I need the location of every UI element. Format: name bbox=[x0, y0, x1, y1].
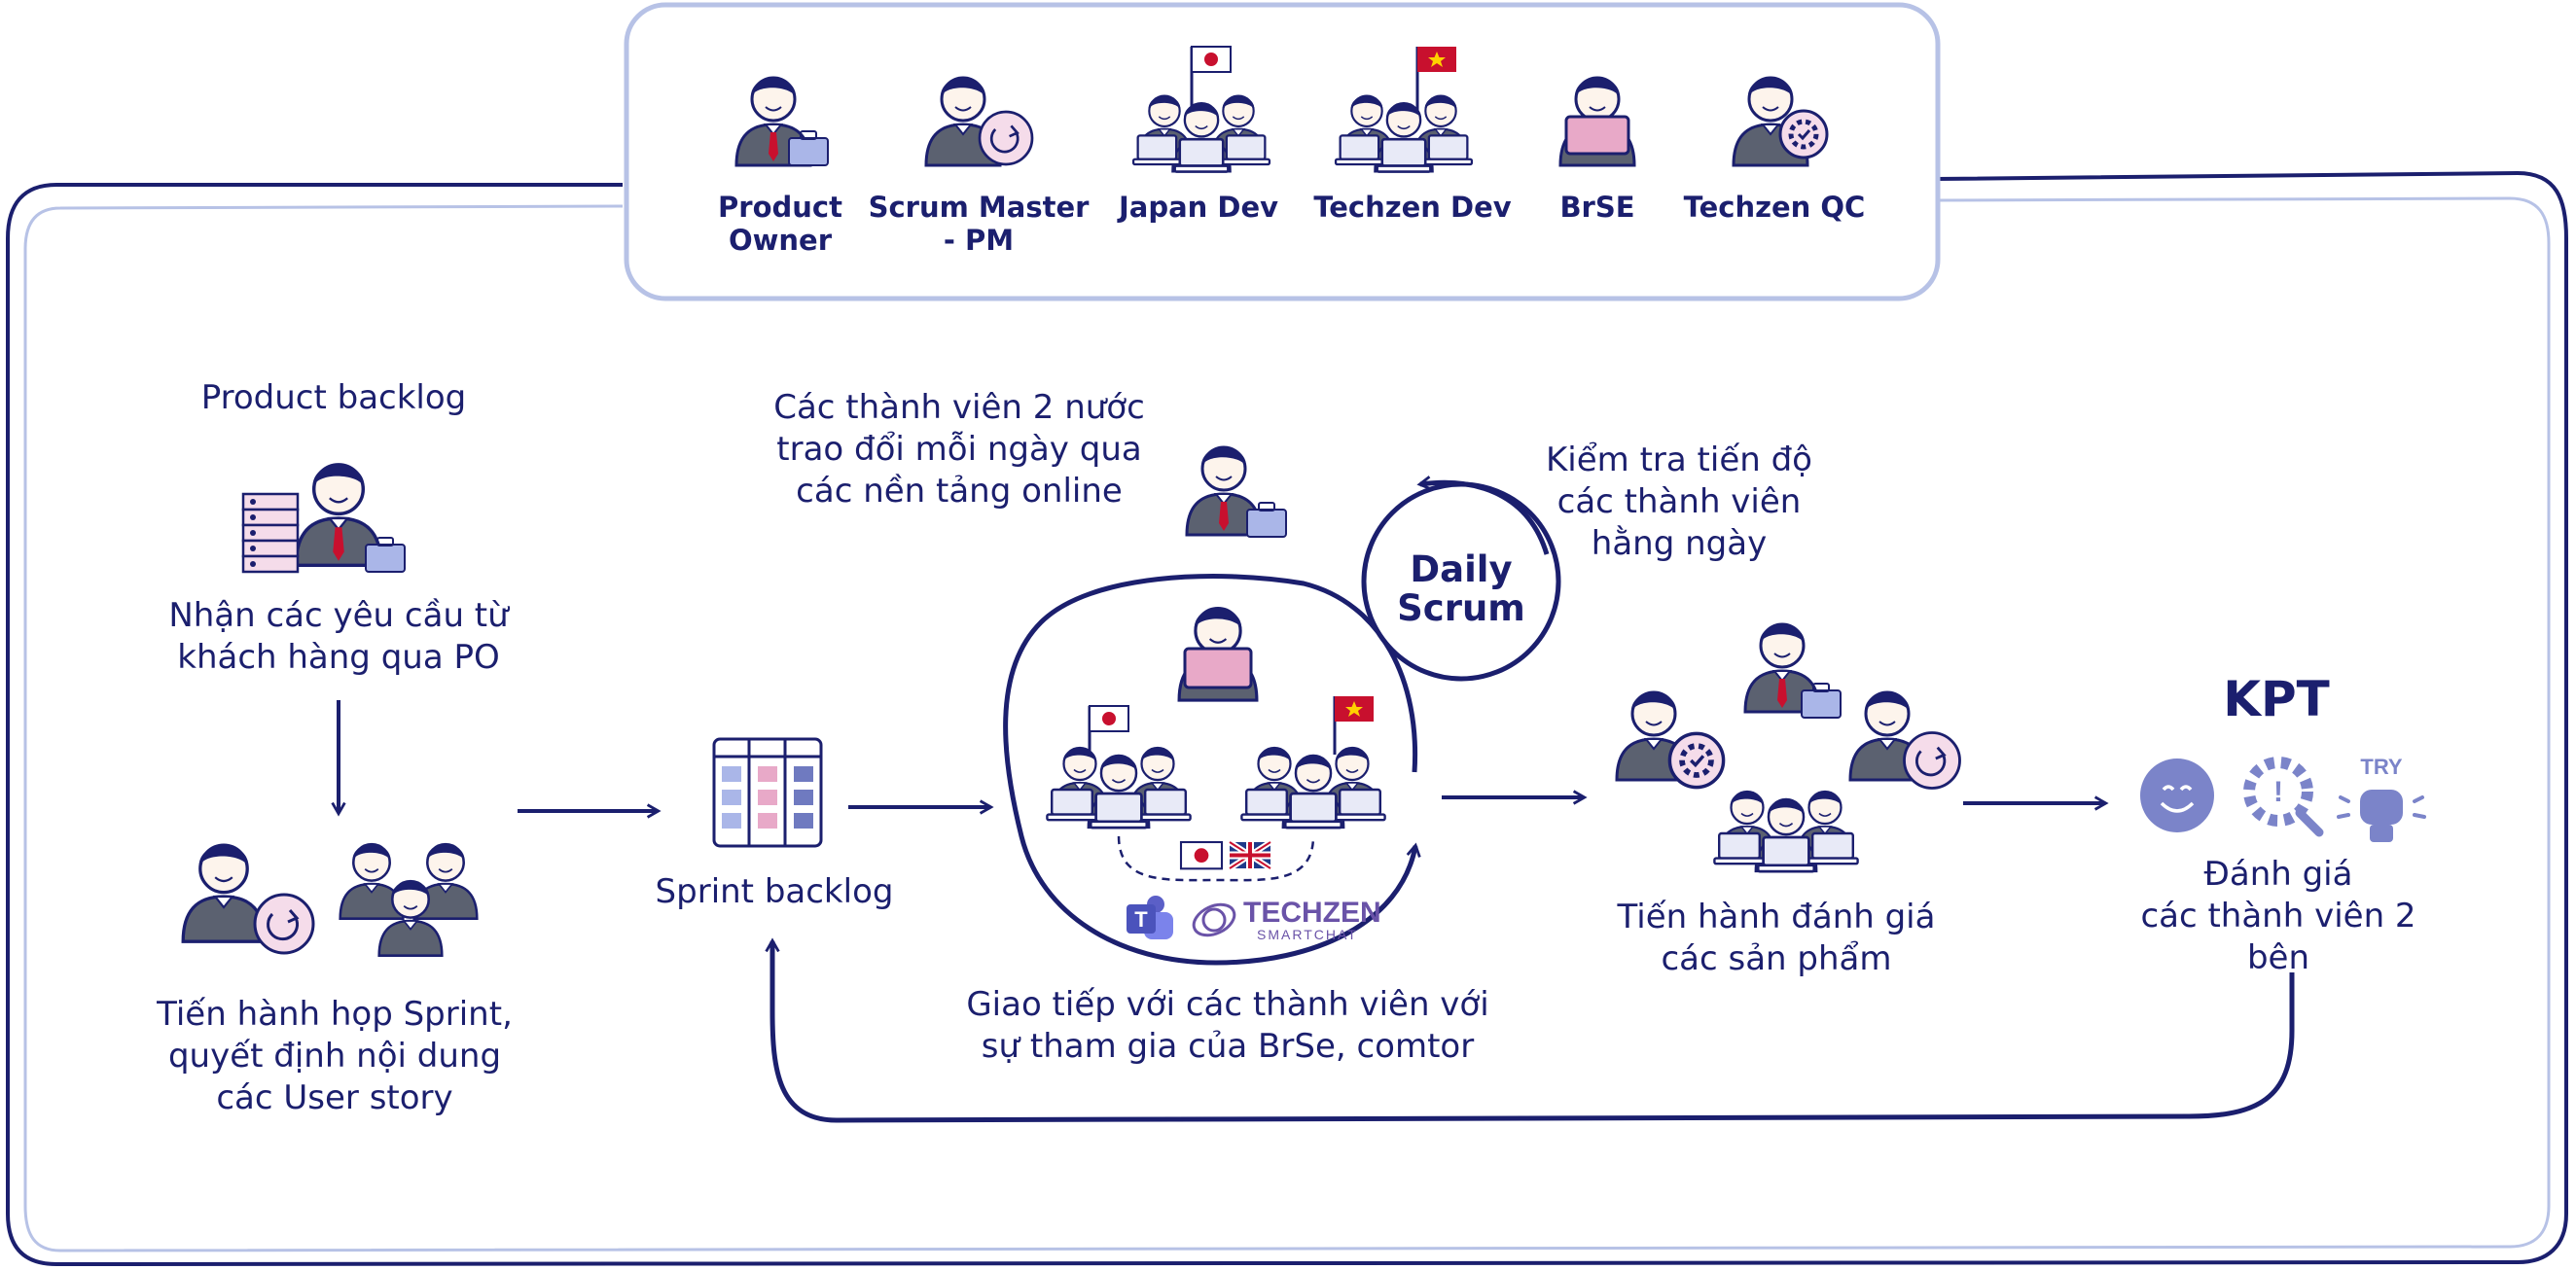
qc-reviewer-icon bbox=[1615, 690, 1724, 788]
svg-text:!: ! bbox=[2273, 776, 2283, 808]
vietnam-team-icon bbox=[1241, 696, 1384, 828]
sprint-meeting-icon bbox=[181, 843, 315, 955]
sprint-meeting-text: Tiến hành họp Sprint, quyết định nội dun… bbox=[157, 995, 513, 1117]
japan-dev-icon bbox=[1133, 46, 1270, 172]
techzen-dev-icon bbox=[1336, 47, 1472, 172]
receive-requirements-text: Nhận các yêu cầu từ khách hàng qua PO bbox=[168, 596, 509, 677]
dashed-connector bbox=[1117, 835, 1315, 882]
role-label-techzen-dev: Techzen Dev bbox=[1313, 191, 1512, 224]
inner-frame bbox=[23, 196, 2551, 1252]
teams-icon: T bbox=[1127, 896, 1173, 939]
smartchat-label: SMARTCHAT bbox=[1257, 927, 1358, 942]
communication-loop bbox=[1003, 574, 1421, 966]
techzen-label: TECHZEN bbox=[1243, 897, 1381, 929]
daily-check-text: Kiểm tra tiến độ các thành viên hằng ngà… bbox=[1546, 441, 1812, 563]
kpt-try-label: TRY bbox=[2360, 755, 2403, 779]
product-owner-center-icon bbox=[1187, 447, 1287, 538]
daily-scrum-arrow bbox=[1416, 476, 1550, 555]
brse-center-icon bbox=[1177, 607, 1259, 702]
role-label-brse: BrSE bbox=[1559, 191, 1635, 224]
role-label-product-owner: Product Owner bbox=[718, 191, 842, 257]
product-owner-backlog-icon bbox=[241, 465, 406, 574]
problem-gear-icon: ! bbox=[2243, 757, 2324, 837]
team-group-icon bbox=[339, 842, 479, 957]
outer-frame bbox=[6, 170, 2568, 1267]
brse-icon bbox=[1558, 76, 1636, 167]
japan-team-icon bbox=[1047, 705, 1190, 828]
product-review-text: Tiến hành đánh giá các sản phẩm bbox=[1617, 898, 1936, 978]
techzen-logo-icon bbox=[1192, 902, 1236, 937]
role-label-scrum-master: Scrum Master - PM bbox=[868, 191, 1090, 257]
communication-text: Giao tiếp với các thành viên với sự tham… bbox=[966, 985, 1489, 1066]
po-reviewer-icon bbox=[1745, 624, 1842, 719]
dev-reviewer-group-icon bbox=[1714, 792, 1857, 871]
sprint-backlog-board-icon bbox=[712, 737, 823, 848]
japan-flag-icon bbox=[1179, 840, 1224, 870]
evaluation-text: Đánh giá các thành viên 2 bên bbox=[2140, 855, 2416, 977]
uk-flag-icon bbox=[1228, 839, 1272, 871]
kpt-title: KPT bbox=[2223, 671, 2330, 727]
feedback-loop-arrow bbox=[765, 937, 2295, 1123]
role-label-techzen-qc: Techzen QC bbox=[1683, 191, 1866, 224]
sm-reviewer-icon bbox=[1848, 690, 1961, 790]
sprint-backlog-label: Sprint backlog bbox=[655, 872, 894, 911]
product-backlog-label: Product backlog bbox=[200, 378, 467, 417]
daily-scrum-title: Daily Scrum bbox=[1397, 548, 1525, 629]
svg-text:T: T bbox=[1134, 907, 1148, 932]
try-fist-icon bbox=[2337, 790, 2426, 842]
keep-smile-icon bbox=[2140, 758, 2214, 832]
daily-exchange-text: Các thành viên 2 nước trao đổi mỗi ngày … bbox=[773, 388, 1145, 511]
role-label-japan-dev: Japan Dev bbox=[1118, 191, 1279, 224]
